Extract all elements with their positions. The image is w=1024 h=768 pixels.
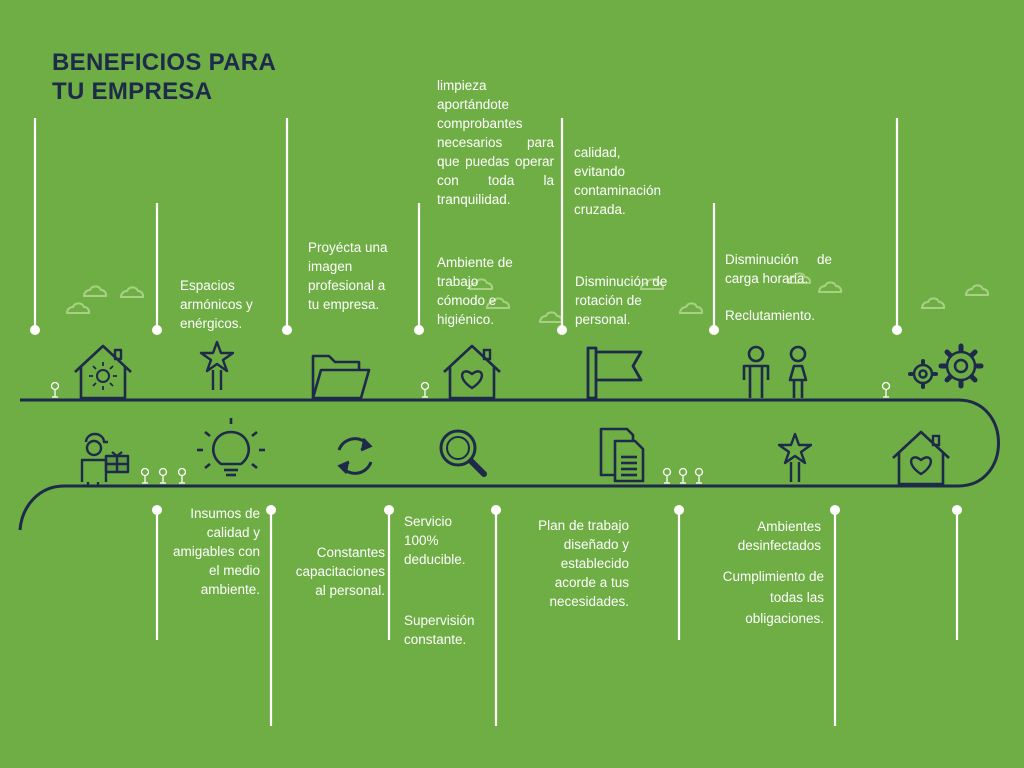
documents-icon xyxy=(599,427,645,483)
bottom-connectors xyxy=(155,510,959,726)
star-award-icon xyxy=(199,340,235,392)
benefit-imagen: Proyécta una imagen profesional a tu emp… xyxy=(308,240,388,312)
benefit-reclutamiento: Reclutamiento. xyxy=(725,308,816,323)
benefit-carga-horaria: Disminución de carga horaria. xyxy=(725,252,832,286)
refresh-icon xyxy=(337,437,373,475)
top-connectors xyxy=(33,118,899,330)
benefit-calidad: calidad, evitando contaminación cruzada. xyxy=(574,145,662,217)
benefit-servicio-deducible: Servicio 100% deducible. xyxy=(404,514,466,567)
timeline-road xyxy=(18,398,1000,531)
top-connector-dots xyxy=(30,325,902,335)
benefit-capacitaciones: Constantes capacitaciones al personal. xyxy=(295,545,385,598)
people-icon xyxy=(742,345,808,398)
title-line-1: BENEFICIOS PARA xyxy=(52,49,277,76)
benefit-cumplimiento: Cumplimiento de todas las obligaciones. xyxy=(722,569,824,626)
lightbulb-icon xyxy=(197,418,265,477)
benefit-supervision: Supervisión constante. xyxy=(404,613,475,647)
star-award-icon xyxy=(777,432,813,484)
benefit-plan-trabajo: Plan de trabajo diseñado y establecido a… xyxy=(538,518,629,609)
benefit-rotacion: Disminución de rotación de personal. xyxy=(575,274,668,327)
folder-icon xyxy=(311,354,371,400)
benefit-espacios: Espacios armónicos y enérgicos. xyxy=(180,278,253,331)
benefit-insumos: Insumos de calidad y amigables con el me… xyxy=(172,506,260,597)
page-title: BENEFICIOS PARA TU EMPRESA xyxy=(52,48,276,106)
house-heart-icon xyxy=(891,430,951,486)
benefit-limpieza: limpieza aportándote comprobantes necesa… xyxy=(437,78,554,207)
house-sun-icon xyxy=(74,344,132,400)
delivery-person-icon xyxy=(80,432,130,486)
title-line-2: TU EMPRESA xyxy=(52,78,213,105)
benefit-ambiente: Ambiente de trabajo cómodo e higiénico. xyxy=(437,255,513,327)
gears-icon xyxy=(908,343,984,389)
magnifier-icon xyxy=(439,429,487,477)
flag-icon xyxy=(586,346,643,400)
house-heart-icon xyxy=(442,344,502,400)
benefit-ambientes-desinfectados: Ambientes desinfectados xyxy=(737,519,821,553)
bottom-connector-dots xyxy=(152,505,962,515)
